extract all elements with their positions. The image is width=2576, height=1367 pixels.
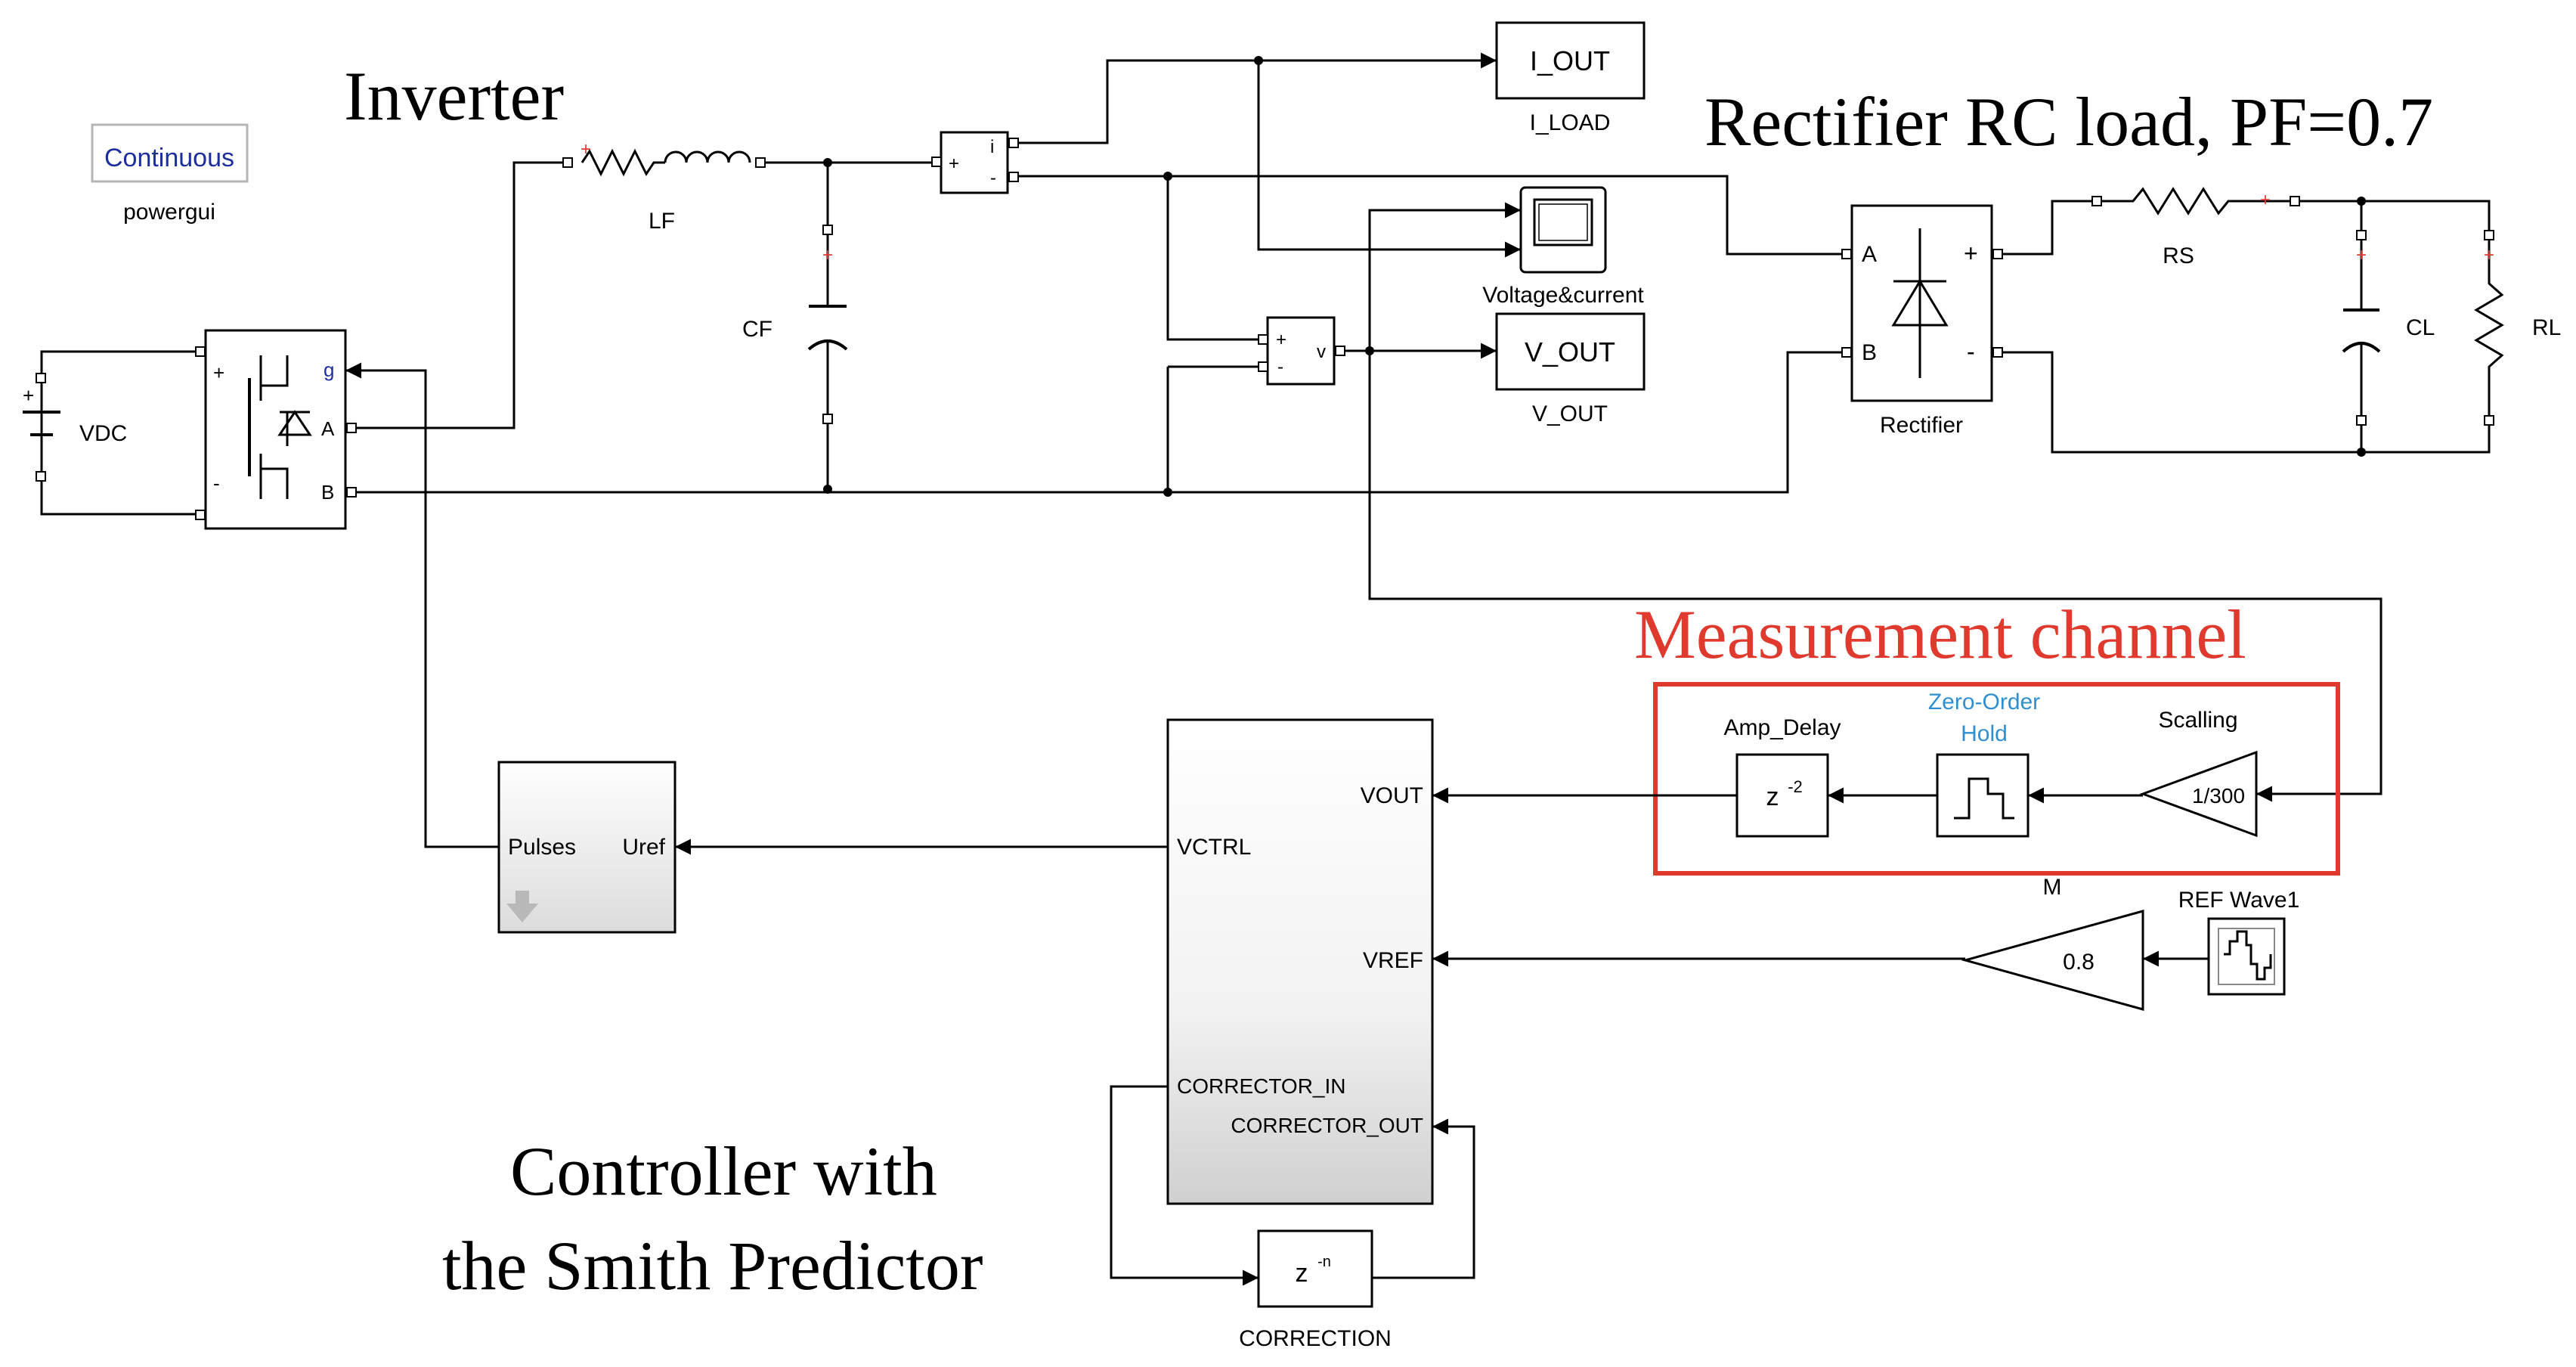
svg-text:+: + (822, 245, 833, 265)
amp-delay-caption: Amp_Delay (1723, 715, 1841, 740)
svg-text:+: + (2260, 190, 2271, 210)
voltage-meas-out: v (1317, 342, 1326, 362)
rs-label: RS (2163, 243, 2194, 268)
voltage-measurement[interactable]: + - v (1258, 316, 1345, 386)
i-out-caption: I_LOAD (1530, 110, 1611, 135)
amp-delay-exponent: -2 (1788, 777, 1803, 796)
v-out-inner: V_OUT (1525, 336, 1615, 367)
inverter-port-g: g (324, 358, 334, 381)
zoh-caption-line2: Hold (1961, 721, 2008, 746)
pwm-down-arrow-icon (506, 891, 538, 922)
powergui-caption: powergui (123, 200, 215, 225)
correction-wiring (1110, 1085, 1475, 1286)
controller-subsystem[interactable]: VOUT VREF VCTRL CORRECTOR_IN CORRECTOR_O… (1166, 718, 1434, 1205)
m-gain[interactable]: 0.8 (1961, 910, 2144, 1011)
svg-text:+: + (2356, 245, 2367, 265)
zoh-caption-line1: Zero-Order (1928, 690, 2040, 714)
lf-inductor[interactable]: + (562, 139, 766, 177)
pwm-generator[interactable]: Pulses Uref (497, 761, 677, 934)
cl-capacitor[interactable]: + (2342, 230, 2381, 426)
scalling-gain[interactable]: 1/300 (2139, 750, 2258, 838)
current-measurement[interactable]: + i - (931, 131, 1019, 194)
controller-port-corrector-out: CORRECTOR_OUT (1231, 1114, 1423, 1137)
correction-caption: CORRECTION (1239, 1326, 1392, 1351)
i-out-block[interactable]: I_OUT (1495, 21, 1646, 100)
pwm-port-uref: Uref (622, 835, 665, 860)
scalling-inner: 1/300 (2192, 784, 2245, 807)
voltage-meas-plus: + (1276, 330, 1286, 350)
measurement-channel-frame (1653, 682, 2340, 876)
power-wiring (356, 158, 2491, 497)
vdc-label: VDC (79, 421, 127, 446)
amp-delay-inner: z (1766, 783, 1779, 811)
ref-wave-source[interactable] (2207, 917, 2286, 996)
rs-resistor[interactable]: + (2091, 187, 2300, 215)
inverter-port-a: A (321, 417, 335, 440)
current-meas-out: i (990, 137, 994, 157)
rl-resistor[interactable]: + (2474, 230, 2504, 426)
controller-port-vout: VOUT (1361, 783, 1423, 808)
rectifier-caption: Rectifier (1880, 413, 1963, 438)
rectifier-block[interactable]: A B + - (1841, 204, 2003, 402)
scope-caption: Voltage&current (1482, 283, 1644, 308)
heading-measurement-channel: Measurement channel (1634, 596, 2246, 673)
current-meas-minus: - (990, 168, 996, 188)
cl-label: CL (2406, 315, 2435, 340)
inverter-bridge[interactable]: + - g A B (195, 329, 357, 530)
controller-port-vref: VREF (1363, 948, 1423, 973)
v-out-caption: V_OUT (1532, 401, 1608, 426)
voltage-meas-minus: - (1277, 357, 1283, 377)
scalling-caption: Scalling (2158, 708, 2237, 733)
heading-rectifier-load: Rectifier RC load, PF=0.7 (1704, 83, 2433, 160)
inverter-port-minus: - (213, 472, 220, 494)
inverter-port-plus: + (213, 361, 224, 384)
controller-port-vctrl: VCTRL (1177, 835, 1251, 860)
rectifier-port-plus: + (1964, 240, 1978, 267)
inverter-port-b: B (321, 481, 334, 504)
heading-controller-line1: Controller with (510, 1133, 937, 1210)
ref-wave-caption: REF Wave1 (2178, 888, 2300, 913)
rl-label: RL (2532, 315, 2561, 340)
m-gain-caption: M (2043, 875, 2062, 900)
scope-block[interactable] (1519, 186, 1607, 274)
i-out-inner: I_OUT (1530, 45, 1610, 76)
heading-controller-line2: the Smith Predictor (442, 1227, 983, 1304)
cf-capacitor[interactable]: + (807, 225, 848, 424)
correction-exponent: -n (1317, 1254, 1331, 1270)
vdc-source[interactable]: + VDC (23, 350, 197, 516)
rectifier-port-minus: - (1967, 338, 1975, 365)
svg-text:+: + (2484, 245, 2494, 265)
zero-order-hold[interactable] (1936, 753, 2030, 838)
powergui-mode: Continuous (104, 144, 234, 172)
m-gain-inner: 0.8 (2063, 950, 2095, 975)
correction-inner: z (1296, 1259, 1308, 1288)
v-out-block[interactable]: V_OUT (1495, 312, 1646, 391)
current-meas-plus: + (949, 153, 959, 174)
powergui-block[interactable]: Continuous (91, 123, 249, 183)
svg-text:+: + (581, 139, 591, 160)
rectifier-port-a: A (1862, 242, 1877, 267)
amp-delay-block[interactable]: z -2 (1735, 753, 1829, 838)
vdc-plus: + (23, 384, 34, 407)
cf-label: CF (742, 317, 772, 342)
control-wiring (345, 362, 1168, 855)
correction-block[interactable]: z -n (1257, 1229, 1373, 1308)
heading-inverter: Inverter (344, 57, 564, 135)
pwm-port-pulses: Pulses (508, 835, 576, 860)
controller-port-corrector-in: CORRECTOR_IN (1177, 1074, 1346, 1098)
rectifier-port-b: B (1862, 340, 1877, 365)
lf-label: LF (649, 209, 675, 234)
